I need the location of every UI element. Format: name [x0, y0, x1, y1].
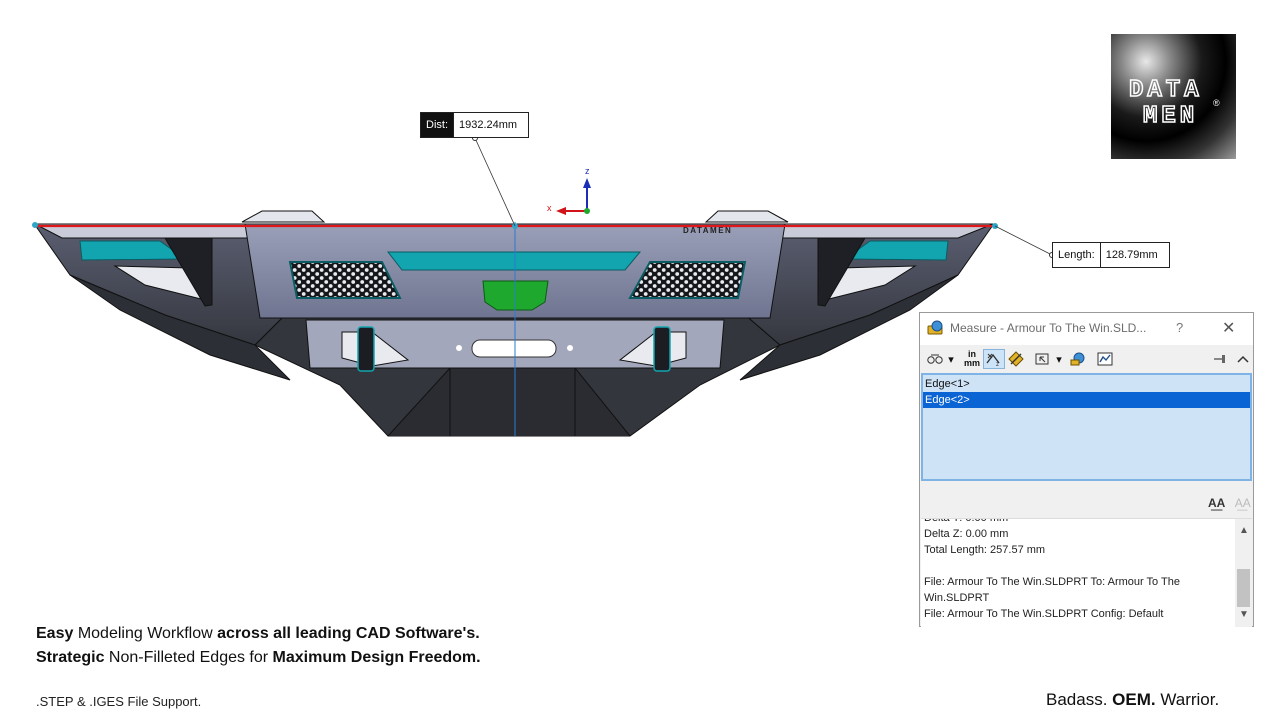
sensor-icon[interactable]: [1095, 349, 1115, 369]
axis-x-label: x: [547, 203, 552, 213]
scroll-up-icon[interactable]: ▲: [1239, 525, 1249, 536]
show-xyz-measurements-icon[interactable]: z: [983, 349, 1005, 369]
distance-value: 1932.24mm: [453, 113, 528, 137]
increase-font-icon[interactable]: A͟A: [1208, 496, 1226, 510]
font-size-controls: A͟A A͟A: [1208, 496, 1251, 510]
help-button[interactable]: ?: [1176, 320, 1184, 335]
svg-text:z: z: [996, 362, 999, 367]
dialog-titlebar[interactable]: Measure - Armour To The Win.SLD... ? ✕: [920, 313, 1253, 345]
length-leader-line: [994, 225, 1053, 256]
measure-tool-icon: [927, 320, 943, 335]
close-button[interactable]: ✕: [1222, 320, 1236, 337]
decrease-font-icon[interactable]: A͟A: [1234, 496, 1251, 510]
file-support-note: .STEP & .IGES File Support.: [36, 694, 202, 709]
pin-icon[interactable]: [1210, 349, 1230, 369]
result-delta-y: Delta Y: 0.00 mm: [924, 518, 1009, 524]
tagline-line-2: Strategic Non-Filleted Edges for Maximum…: [36, 649, 481, 666]
logo-line1: DATA: [1129, 77, 1203, 104]
selection-item-edge-1[interactable]: Edge<1>: [925, 378, 970, 390]
collapse-chevron-icon[interactable]: [1233, 349, 1253, 369]
result-delta-z: Delta Z: 0.00 mm: [924, 528, 1009, 540]
tagline-line-1: Easy Modeling Workflow across all leadin…: [36, 625, 480, 642]
selection-item-edge-2[interactable]: Edge<2>: [923, 392, 1250, 408]
scroll-down-icon[interactable]: ▼: [1239, 609, 1249, 620]
logo-registered-mark: ®: [1213, 98, 1220, 108]
edge-endpoint-left[interactable]: [32, 222, 38, 228]
axis-z-label: z: [585, 166, 590, 176]
selection-list[interactable]: Edge<1> Edge<2>: [921, 373, 1252, 481]
projection-dropdown-icon[interactable]: ▾: [1056, 353, 1062, 366]
logo-line2: MEN: [1143, 103, 1198, 130]
result-total-length: Total Length: 257.57 mm: [924, 544, 1046, 556]
length-callout[interactable]: Length: 128.79mm: [1052, 242, 1170, 268]
result-file-to: File: Armour To The Win.SLDPRT To: Armou…: [924, 576, 1180, 604]
length-label: Length:: [1053, 243, 1100, 267]
measurement-history-icon[interactable]: [1068, 349, 1088, 369]
result-file-config: File: Armour To The Win.SLDPRT Config: D…: [924, 608, 1164, 620]
projection-icon[interactable]: [1032, 349, 1052, 369]
units-precision-button[interactable]: in mm: [962, 349, 982, 369]
length-value: 128.79mm: [1099, 243, 1169, 267]
dist-leader-line: [474, 137, 516, 227]
scroll-thumb[interactable]: [1237, 569, 1250, 607]
brand-motto: Badass. OEM. Warrior.: [1046, 690, 1220, 709]
dialog-toolbar: ▾ in mm z ▾: [920, 345, 1253, 373]
results-scrollbar[interactable]: ▲ ▼: [1235, 519, 1252, 627]
datamen-logo: DATA MEN ®: [1111, 34, 1236, 159]
distance-callout[interactable]: Dist: 1932.24mm: [420, 112, 529, 138]
bumper-model[interactable]: DATAMEN: [34, 210, 994, 437]
units-bottom-label: mm: [963, 358, 980, 368]
dialog-title: Measure - Armour To The Win.SLD...: [950, 321, 1147, 335]
distance-label: Dist:: [421, 113, 453, 137]
results-panel[interactable]: Delta Y: 0.00 mm Delta Z: 0.00 mm Total …: [921, 518, 1252, 627]
point-to-point-icon[interactable]: [1006, 349, 1026, 369]
arc-circle-measure-icon[interactable]: [925, 349, 945, 369]
model-emblem: DATAMEN: [683, 226, 732, 235]
dropdown-arrow-icon[interactable]: ▾: [948, 353, 954, 366]
units-top-label: in: [968, 349, 976, 359]
tagline: Easy Modeling Workflow across all leadin…: [36, 622, 481, 670]
measure-dialog[interactable]: Measure - Armour To The Win.SLD... ? ✕ ▾…: [919, 312, 1254, 627]
axis-triad: z x: [547, 166, 591, 215]
